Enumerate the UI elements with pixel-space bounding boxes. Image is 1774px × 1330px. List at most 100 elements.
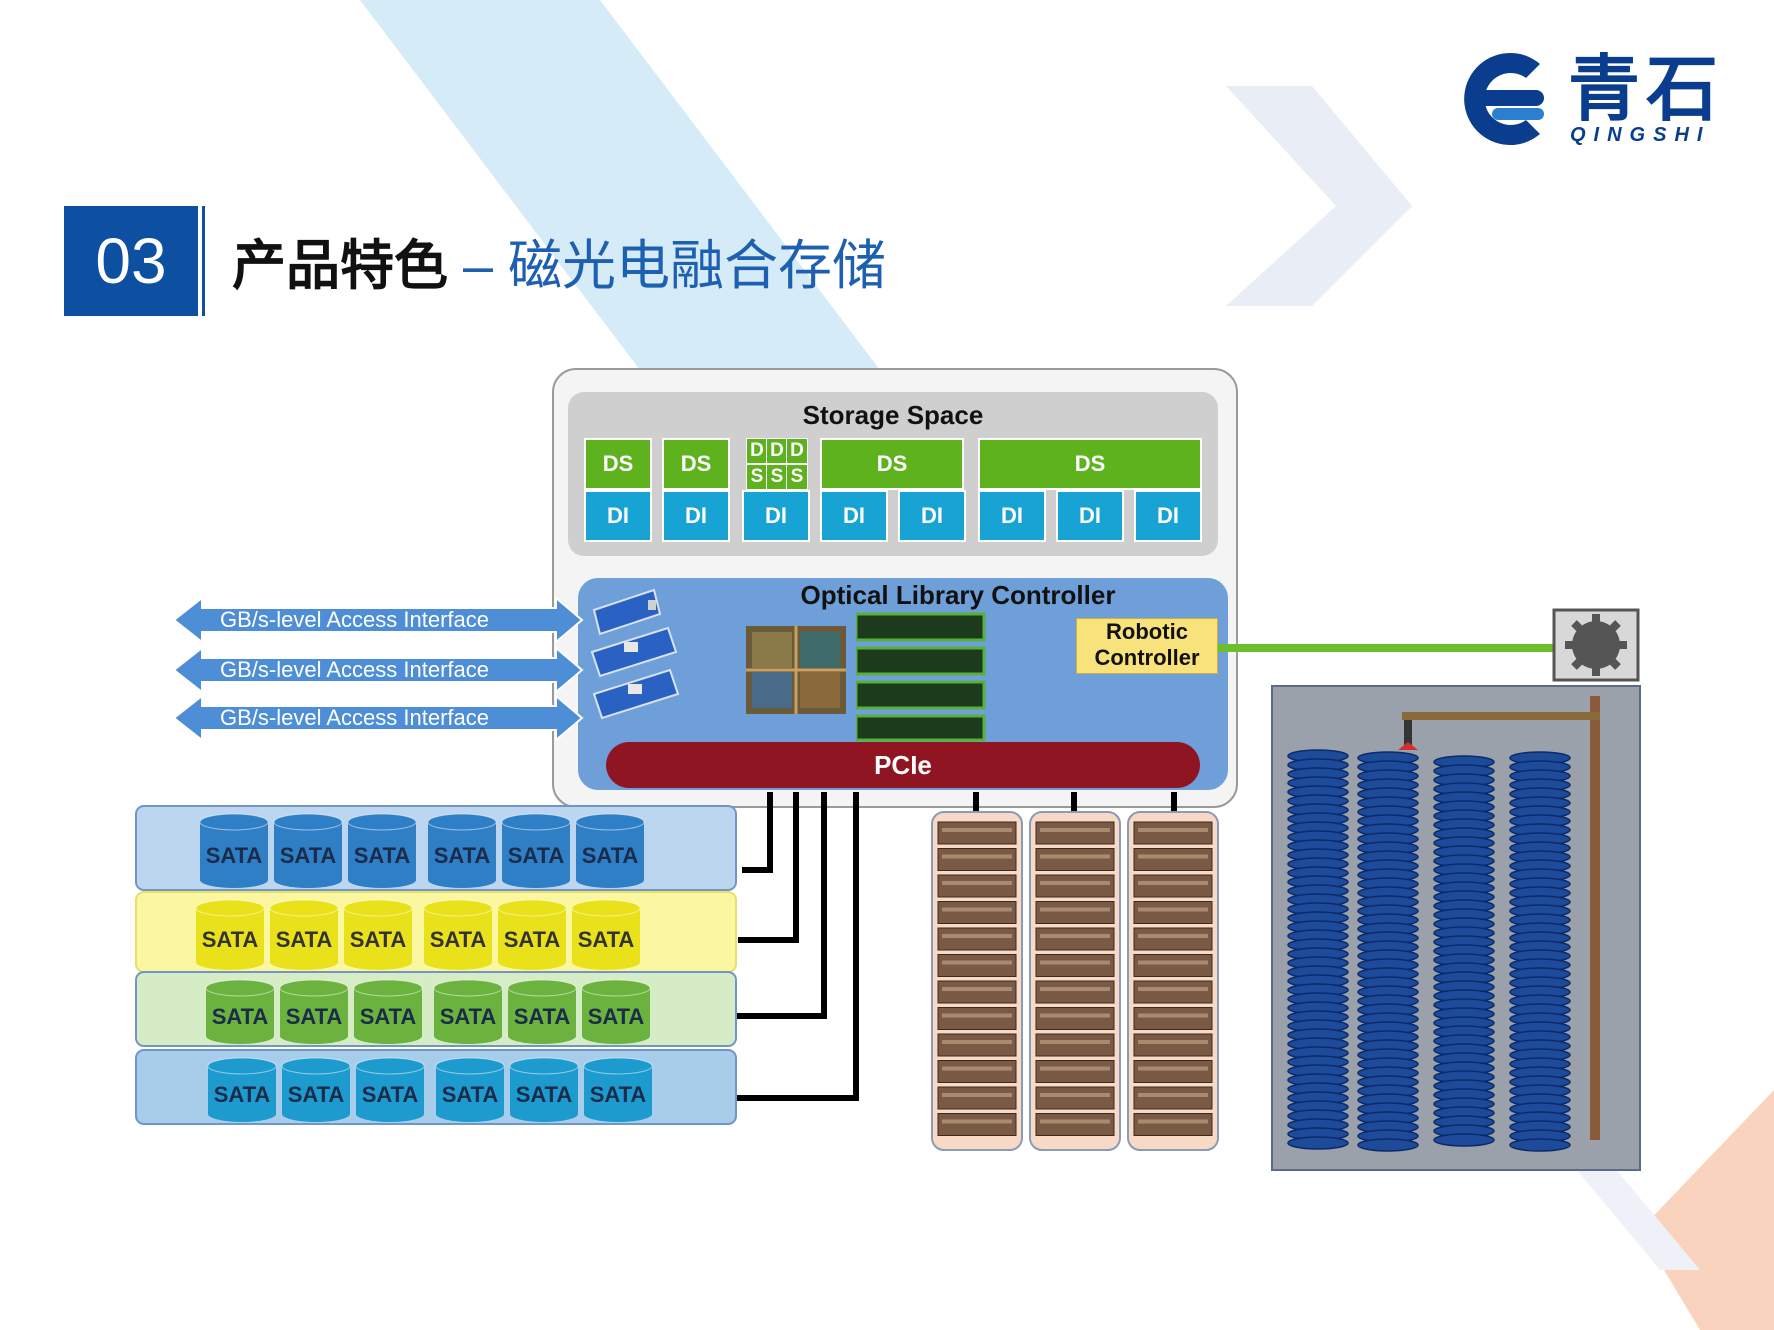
chevron-shape [1226,86,1412,306]
connector-sata-row3 [734,792,827,1019]
sata-disk-icon [205,979,275,1044]
drive-tray [1040,828,1110,832]
disc [1357,1138,1419,1152]
section-divider [202,206,205,316]
drive-tray [1040,854,1110,859]
drive-tray [1138,907,1208,912]
optical-drive [937,927,1017,951]
ds-block-wide: DS [820,438,964,490]
optical-drive [1133,821,1213,845]
optical-drive [937,980,1017,1004]
optical-drive [1133,1060,1213,1083]
sata-disk-icon [433,979,503,1044]
sata-label: SATA [354,843,411,868]
optical-drive [1133,927,1213,951]
ds-block: DS [662,438,730,490]
sata-disk-icon [507,979,577,1044]
storage-space-title: Storage Space [802,400,984,430]
di-block: DI [1134,490,1202,542]
logo-chinese-text: 青石 [1568,50,1725,130]
sata-label: SATA [588,1004,645,1029]
optical-drive [937,848,1017,871]
optical-drive [1133,874,1213,898]
title-separator: – [448,236,509,296]
drive-tray [1138,987,1208,991]
drive-tray [1138,1119,1208,1124]
optical-drive [1035,821,1115,845]
drive-tray [942,934,1012,938]
sata-label: SATA [508,843,565,868]
optical-drive [1035,1086,1115,1110]
sata-label: SATA [362,1082,419,1107]
sata-label: SATA [578,927,635,952]
sata-label: SATA [430,927,487,952]
optical-drive [1035,1033,1115,1057]
robot-gripper [1404,720,1412,746]
sata-label: SATA [206,843,263,868]
drive-tray [1040,934,1110,938]
optical-drive [1133,1086,1213,1110]
disc [1509,1138,1571,1152]
optical-drive [1133,1007,1213,1030]
sata-disk-icon [423,899,493,970]
ds-small-d: D [746,438,768,464]
drive-tray [1138,854,1208,859]
optical-drive [937,1113,1017,1136]
optical-drive [1133,901,1213,924]
robotic-label-line1: Robotic [1106,619,1188,644]
robot-gripper-tip [1398,742,1418,750]
drive-tray [942,1040,1012,1044]
access-interface-label: GB/s-level Access Interface [220,607,489,632]
section-number: 03 [64,206,198,316]
sata-disk-icon [199,813,269,888]
disc [1433,1133,1495,1147]
disc-library [1271,608,1641,1171]
controller-title: Optical Library Controller [800,580,1116,610]
sata-label: SATA [288,1082,345,1107]
drive-tray [942,1013,1012,1018]
optical-drive [937,1060,1017,1083]
optical-drive [1035,954,1115,977]
robot-arm [1402,712,1600,720]
drive-tray [1040,1119,1110,1124]
pcie-bus: PCIe [606,742,1200,788]
optical-drive [937,874,1017,898]
optical-drive [1133,848,1213,871]
optical-drive [1133,954,1213,977]
access-arrow [174,693,584,742]
di-block: DI [820,490,888,542]
memory-modules-icon [856,612,986,742]
optical-drive [1035,901,1115,924]
sata-label: SATA [286,1004,343,1029]
drive-tray [942,1093,1012,1097]
drive-tray [942,987,1012,991]
qingshi-logo-icon [1464,53,1544,145]
sata-disk-icon [207,1057,277,1122]
drive-tray [1138,881,1208,885]
sata-label: SATA [276,927,333,952]
sata-disk-icon [501,813,571,888]
drive-tray [942,854,1012,859]
robotic-label-line2: Controller [1094,645,1200,670]
di-block: DI [978,490,1046,542]
sata-label: SATA [360,1004,417,1029]
drive-tray [1138,934,1208,938]
sata-disk-icon [581,979,651,1044]
di-block: DI [742,490,810,542]
sata-disk-icon [347,813,417,888]
drive-tray [1040,987,1110,991]
optical-drive [1133,1113,1213,1136]
drive-tray [1040,1066,1110,1071]
sata-disk-icon [355,1057,425,1122]
gear-icon [1552,608,1640,682]
di-block: DI [662,490,730,542]
drive-tray [1040,1093,1110,1097]
drive-tray [1040,881,1110,885]
sata-disk-icon [427,813,497,888]
ds-small-d: D [766,438,788,464]
optical-drive [1035,980,1115,1004]
drive-tray [1040,907,1110,912]
title-subtitle: 磁光电融合存储 [508,236,887,296]
di-block: DI [898,490,966,542]
connector-sata-row4 [734,792,859,1101]
